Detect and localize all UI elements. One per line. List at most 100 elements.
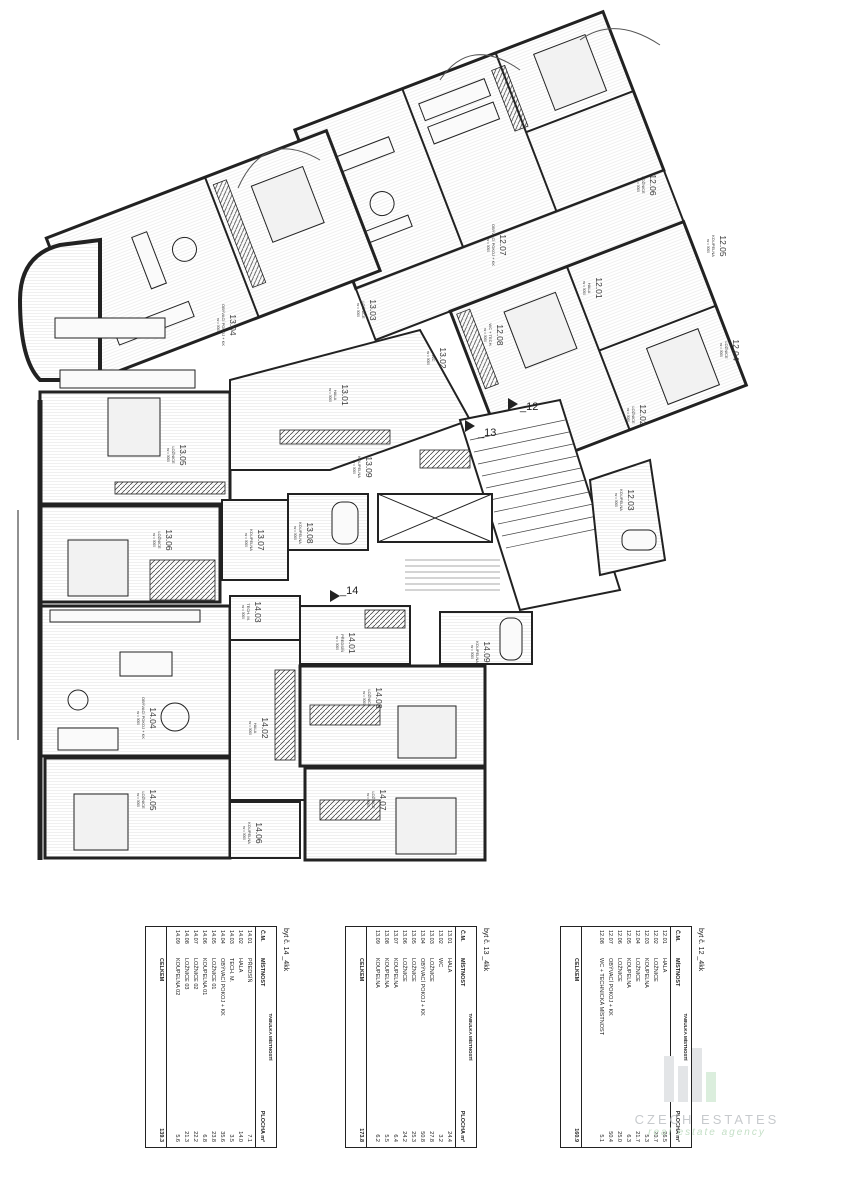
- watermark-logo-mark: [664, 1048, 716, 1102]
- header-name: MÍSTNOST: [459, 958, 465, 987]
- room-name: KOUPELNA: [625, 958, 631, 988]
- room-number: 13.04: [228, 314, 238, 336]
- room-ceiling-height: sv = 3000: [626, 408, 630, 422]
- total-label: CELKEM: [358, 958, 364, 982]
- total-label: CELKEM: [158, 958, 164, 982]
- room-area: 6.4: [392, 1134, 398, 1142]
- room-table-flat-14: byt č. 14 _4kk TABULKA MÍSTNOSTÍ Č.M. MÍ…: [145, 926, 289, 1148]
- room-code: 14.08: [183, 930, 189, 944]
- room-area: 25.3: [410, 1131, 416, 1142]
- room-ceiling-height: sv = 3000: [166, 448, 170, 462]
- header-name: MÍSTNOST: [259, 958, 265, 987]
- room-name: HALA: [253, 723, 258, 734]
- room-area: 5.5: [383, 1134, 389, 1142]
- room-name: PŘEDSÍŇ: [340, 634, 345, 652]
- table-header: Č.M. MÍSTNOST PLOCHA m²: [255, 926, 265, 1148]
- table-title: TABULKA MÍSTNOSTÍ: [468, 1013, 473, 1061]
- room-name: WC + TECHNICKÁ MÍSTNOST: [598, 958, 604, 1036]
- room-name: OBÝVACÍ POKOJ + KK: [219, 958, 225, 1016]
- flat-title: byt č. 14 _4kk: [282, 928, 289, 972]
- room-code: 14.09: [174, 930, 180, 944]
- room-area: 22.2: [192, 1131, 198, 1142]
- room-name: LOŽNICE: [631, 406, 636, 424]
- room-name: LOŽNICE: [141, 791, 146, 809]
- room-name: LOŽNICE: [157, 531, 162, 549]
- room-number: 12.01: [594, 277, 604, 299]
- total-value: 160.9: [573, 1128, 579, 1142]
- total-value: 139.3: [158, 1128, 164, 1142]
- room-name: WC: [437, 958, 443, 968]
- room-name: LOŽNICE: [616, 958, 622, 982]
- room-ceiling-height: sv = 3000: [636, 178, 640, 192]
- room-name: KOUPELNA: [374, 958, 380, 988]
- table-header: Č.M. MÍSTNOST PLOCHA m²: [455, 926, 465, 1148]
- room-ceiling-height: sv = 3000: [486, 238, 490, 252]
- room-ceiling-height: sv = 3000: [241, 605, 245, 619]
- room-area: 14.0: [237, 1131, 243, 1142]
- room-code: 13.08: [383, 930, 389, 944]
- room-name: OBÝVACÍ POKOJ + KK: [221, 304, 226, 346]
- room-name: KOUPELNA: [643, 958, 649, 988]
- room-name: LOŽNICE 01: [210, 958, 216, 990]
- total-value: 173.8: [358, 1128, 364, 1142]
- room-name: LOŽNICE: [171, 446, 176, 464]
- room-code: 13.04: [419, 930, 425, 944]
- room-number: 13.09: [364, 456, 374, 478]
- room-number: 12.06: [648, 174, 658, 196]
- room-table-flat-12: byt č. 12 _4kk TABULKA MÍSTNOSTÍ Č.M. MÍ…: [560, 926, 704, 1148]
- room-number: 14.07: [378, 789, 388, 811]
- room-name: HALA: [446, 958, 452, 973]
- room-ceiling-height: sv = 3000: [335, 636, 339, 650]
- room-number: 12.05: [718, 235, 728, 257]
- room-ceiling-height: sv = 3000: [136, 793, 140, 807]
- room-ceiling-height: sv = 3000: [356, 303, 360, 317]
- stair-mark-14: _14: [339, 585, 358, 597]
- room-name: WC: [431, 355, 436, 362]
- room-code: 13.09: [374, 930, 380, 944]
- room-code: 14.05: [210, 930, 216, 944]
- room-name: KOUPELNA: [711, 235, 716, 257]
- room-code: 14.04: [219, 930, 225, 944]
- room-number: 13.08: [305, 522, 315, 544]
- header-area: PLOCHA m²: [259, 1110, 265, 1142]
- room-name: HALA: [333, 390, 338, 401]
- room-ceiling-height: sv = 3000: [483, 328, 487, 342]
- room-name: KOUPELNA 02: [174, 958, 180, 996]
- room-area: 27.8: [428, 1131, 434, 1142]
- room-code: 12.03: [643, 930, 649, 944]
- room-name: LOŽNICE: [634, 958, 640, 982]
- room-code: 12.05: [625, 930, 631, 944]
- room-number: 14.02: [260, 717, 270, 739]
- room-area: 6.8: [201, 1134, 207, 1142]
- room-number: 12.04: [731, 339, 741, 361]
- room-ceiling-height: sv = 3000: [719, 343, 723, 357]
- room-code: 12.04: [634, 930, 640, 944]
- room-name: HALA: [587, 283, 592, 294]
- room-name: KOUPELNA: [392, 958, 398, 988]
- room-name: PŘEDSÍŇ: [246, 958, 252, 983]
- room-ceiling-height: sv = 3000: [582, 281, 586, 295]
- room-name: KOUPELNA 01: [201, 958, 207, 996]
- room-number: 14.01: [347, 632, 357, 654]
- room-area: 3.5: [228, 1134, 234, 1142]
- room-name: LOŽNICE: [361, 301, 366, 319]
- room-code: 12.08: [598, 930, 604, 944]
- room-name: LOŽNICE: [371, 791, 376, 809]
- room-ceiling-height: sv = 3000: [244, 533, 248, 547]
- stair-mark-12: _12: [519, 401, 538, 413]
